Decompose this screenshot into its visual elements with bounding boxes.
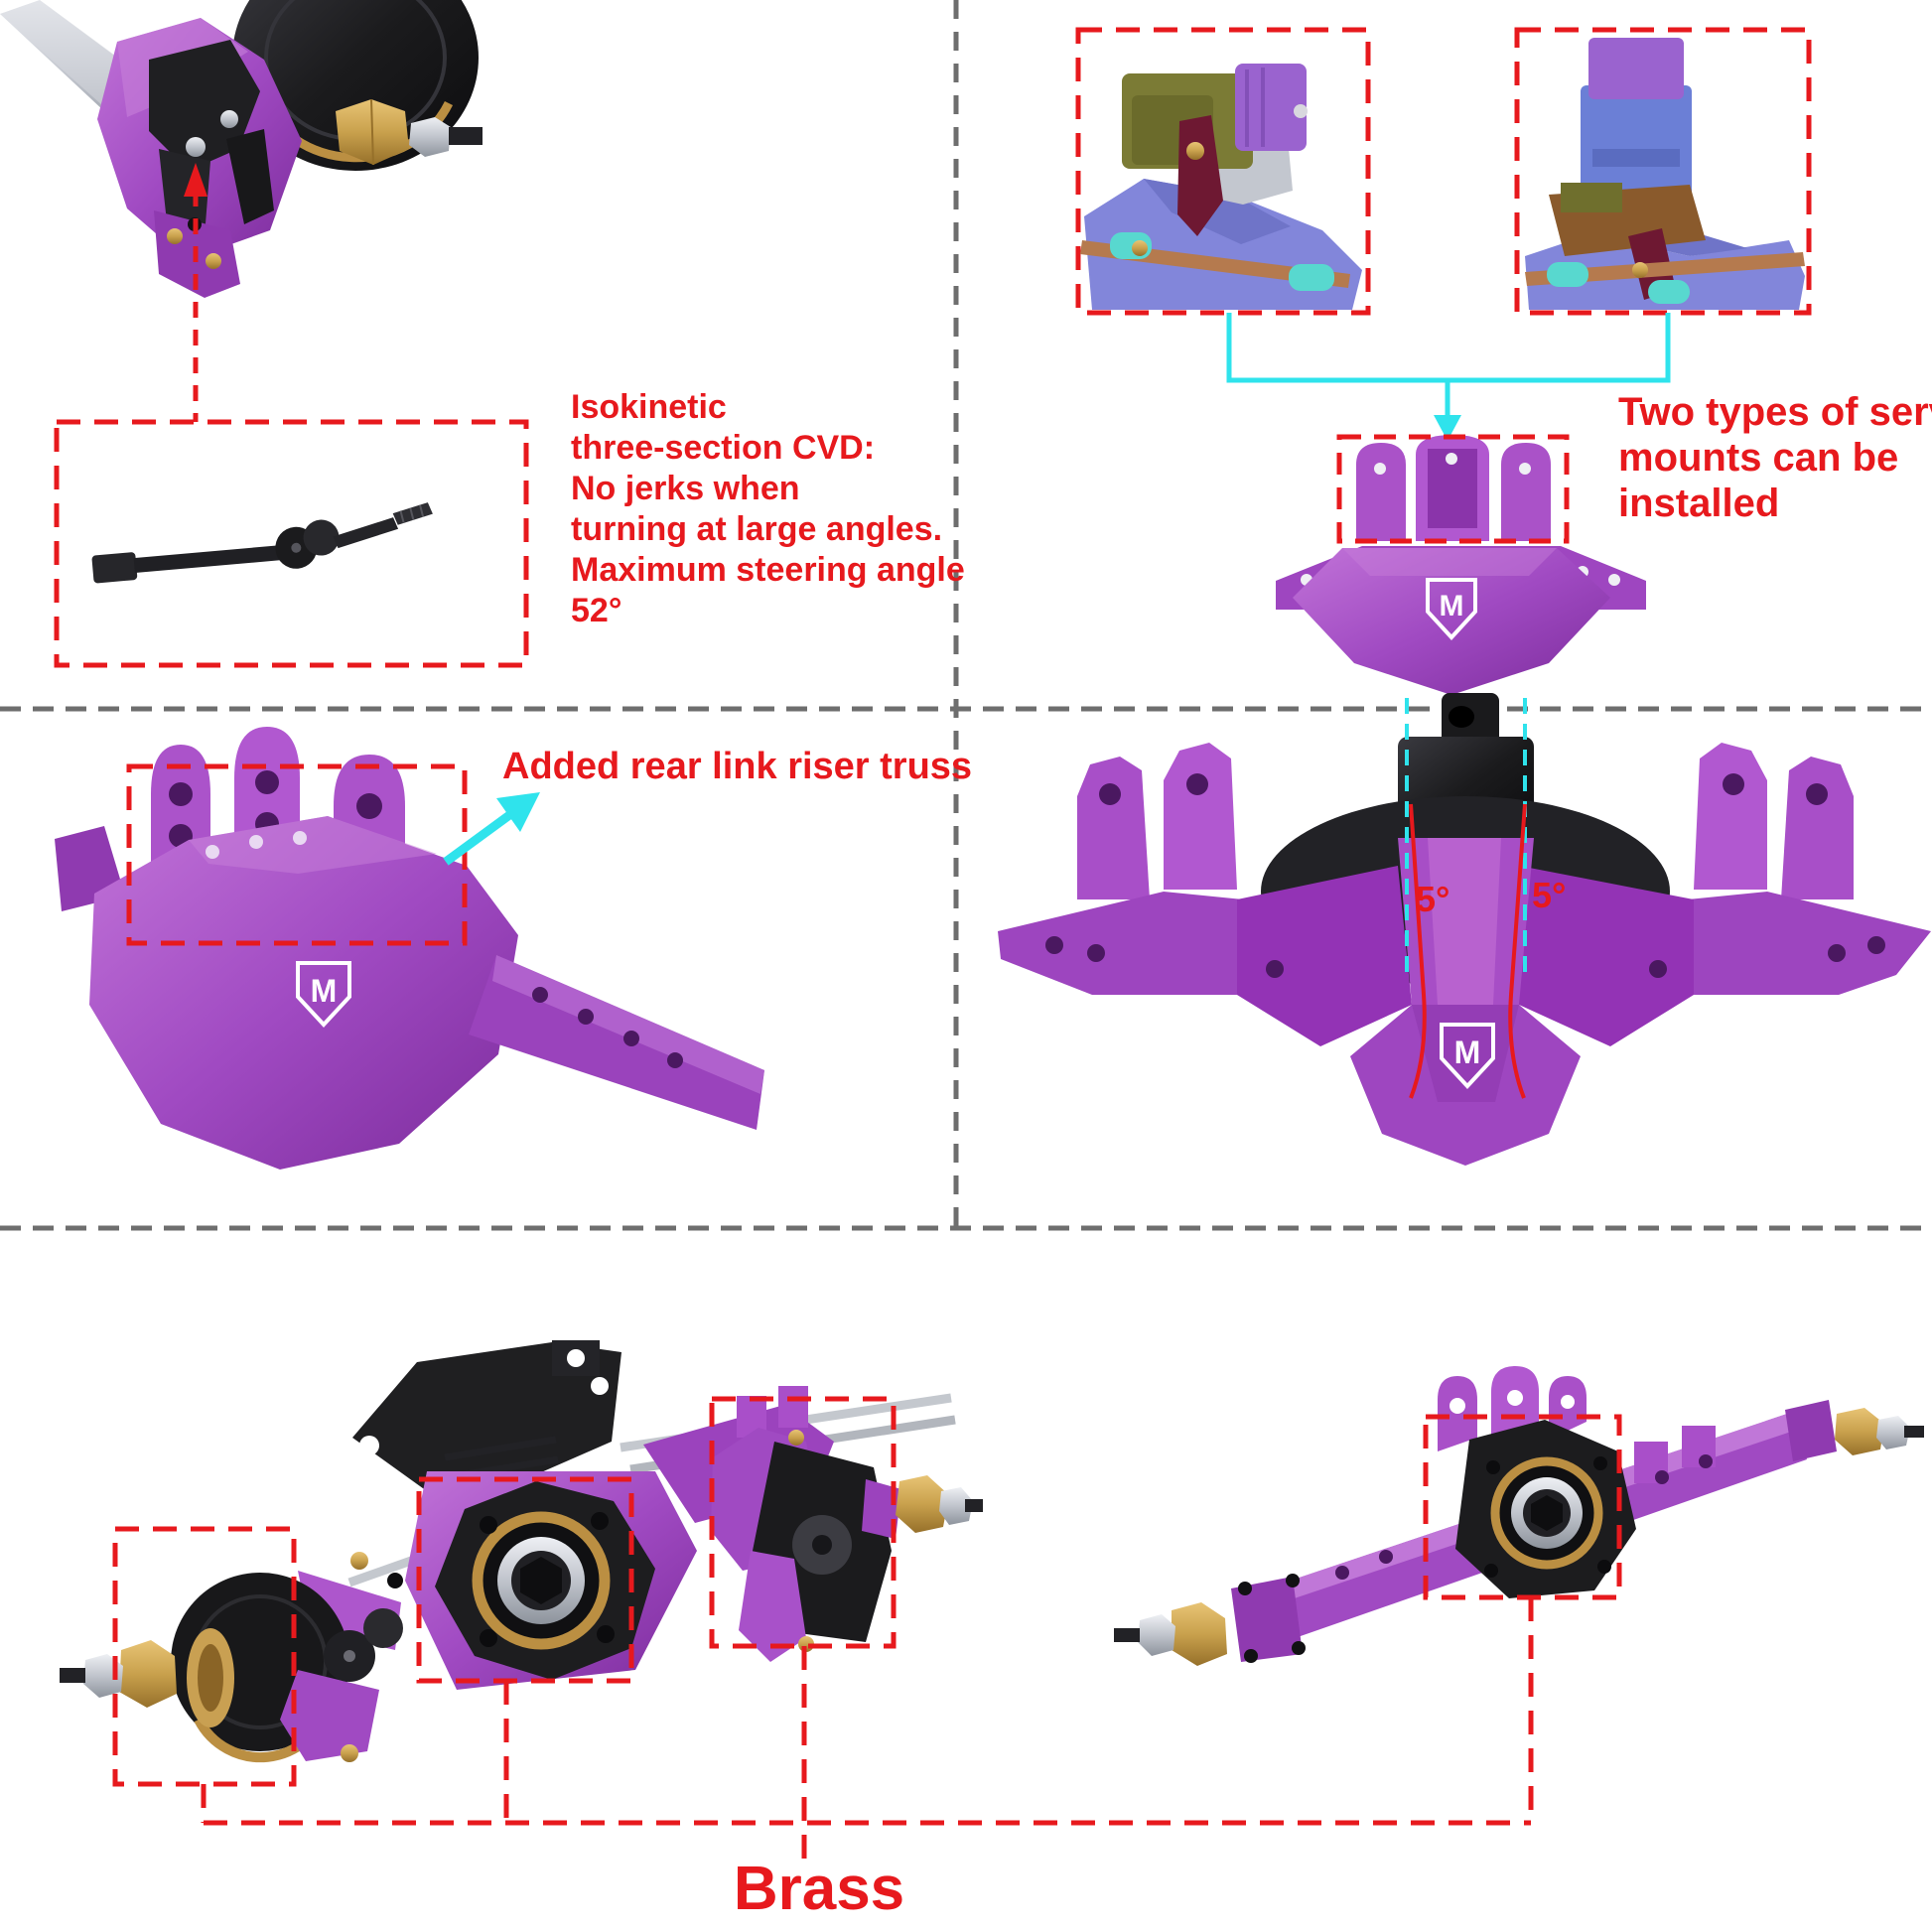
callout-line: three-section CVD: <box>571 429 876 467</box>
brand-logo-shield: M <box>1440 1023 1495 1089</box>
callout-line: Maximum steering angle <box>571 551 965 589</box>
rear-truss-axle-photo: M <box>55 727 764 1170</box>
steering-link <box>1525 252 1805 286</box>
highlight-box-cvd <box>54 419 529 668</box>
cyan-connector <box>1226 313 1671 421</box>
callout-line: Two types of servo <box>1618 390 1932 434</box>
callout-line: No jerks when <box>571 470 800 507</box>
red-dashed-pointer <box>184 163 207 422</box>
silver-locknut <box>409 117 451 157</box>
arrow-down-icon <box>1434 415 1461 441</box>
caster-angle-axle-photo: M <box>998 693 1931 1166</box>
callout-line: Isokinetic <box>571 388 727 426</box>
callout-truss-text: Added rear link riser truss <box>502 746 973 787</box>
front-axle-photo <box>60 1340 983 1763</box>
callout-line: mounts can be <box>1618 436 1899 480</box>
highlight-box-truss-mounts <box>1336 434 1570 544</box>
brass-hex-nut <box>119 1640 177 1708</box>
callout-line: 52° <box>571 592 622 629</box>
highlight-box-riser-truss <box>126 763 468 946</box>
servo-mount-housing: M <box>1276 435 1646 695</box>
cvd-driveshaft-photo <box>91 502 433 584</box>
brand-logo-shield: M <box>296 961 351 1028</box>
highlight-box-brass-diff <box>416 1476 634 1684</box>
rear-axle-photo <box>1114 1366 1924 1666</box>
svg-text:M: M <box>1454 1035 1481 1070</box>
highlight-box-brass-diff-rear <box>1423 1414 1622 1600</box>
servo-bracket <box>352 1342 621 1491</box>
diff-pumpkin <box>89 816 518 1170</box>
highlight-box-brass-portal-left <box>112 1526 297 1787</box>
brand-logo-shield: M <box>1426 578 1477 640</box>
svg-text:M: M <box>311 973 338 1009</box>
callout-brass-text: Brass <box>733 1855 905 1923</box>
cyan-arrow-icon <box>443 792 540 866</box>
angle-line-right <box>1508 803 1527 1099</box>
callout-servo-text: Two types of servo mounts can be install… <box>1618 389 1932 526</box>
arrow-up-icon <box>184 163 207 197</box>
brass-connector-lines <box>201 1597 1534 1863</box>
callout-line: turning at large angles. <box>571 510 943 548</box>
caster-angle-right-label: 5° <box>1532 875 1567 915</box>
svg-text:M: M <box>1440 590 1464 622</box>
caster-angle-annotation <box>1405 698 1527 1099</box>
caster-angle-left-label: 5° <box>1416 879 1450 919</box>
highlight-box-servo-mount-a <box>1075 27 1371 316</box>
highlight-box-brass-knuckle <box>709 1396 897 1649</box>
cvd-knuckle-photo <box>0 0 483 298</box>
callout-cvd-text: Isokinetic three-section CVD: No jerks w… <box>571 387 965 631</box>
brass-hex-nut <box>1172 1602 1227 1666</box>
servo-mount-cad-b <box>1525 38 1805 310</box>
highlight-box-servo-mount-b <box>1514 27 1812 316</box>
servo-mount-cad-a <box>1080 64 1362 310</box>
quadrant-dividers <box>0 0 1932 1231</box>
angle-line-left <box>1409 803 1427 1099</box>
callout-line: installed <box>1618 482 1780 525</box>
